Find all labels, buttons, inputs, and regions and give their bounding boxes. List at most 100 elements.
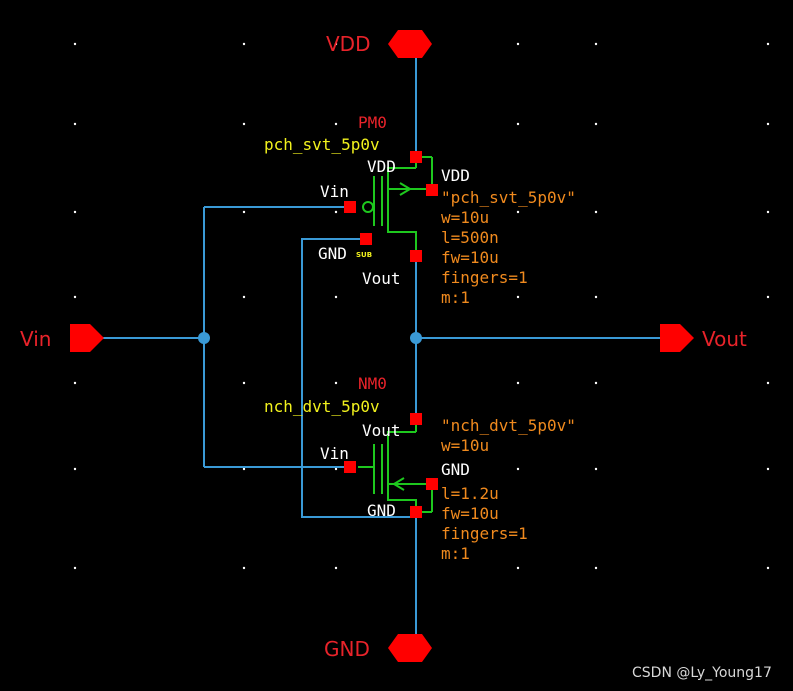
vin-pin-shape[interactable] — [70, 324, 104, 352]
pin-vout[interactable]: Vout — [660, 324, 747, 352]
grid-dot — [73, 122, 77, 126]
grid-dot — [242, 210, 246, 214]
nmos-prop-width: w=10u — [441, 436, 489, 455]
grid-dot — [516, 381, 520, 385]
pmos-bulk-right-terminal[interactable] — [426, 184, 438, 196]
pmos-bulk-label: GND — [318, 244, 347, 263]
grid-dot — [516, 295, 520, 299]
pmos-prop-width: w=10u — [441, 208, 489, 227]
junction-vout — [410, 332, 422, 344]
wire-pmos-bulk-gnd[interactable] — [301, 238, 414, 518]
grid-dot — [766, 381, 770, 385]
grid-dot — [73, 42, 77, 46]
nmos-right-label: GND — [441, 460, 470, 479]
terminal-boxes — [344, 151, 438, 518]
pmos-instance-name[interactable]: PM0 — [358, 113, 387, 132]
nmos-prop-fw: fw=10u — [441, 504, 499, 523]
pmos-source-terminal[interactable] — [410, 151, 422, 163]
vout-pin-shape[interactable] — [660, 324, 694, 352]
grid-dot — [766, 210, 770, 214]
pmos-prop-model: "pch_svt_5p0v" — [441, 188, 576, 207]
grid-dot — [766, 122, 770, 126]
grid-dot — [73, 210, 77, 214]
grid-dot — [594, 467, 598, 471]
grid-dot — [242, 295, 246, 299]
grid-dot — [242, 122, 246, 126]
vdd-pin-label: VDD — [326, 32, 370, 56]
pmos-cell-name: pch_svt_5p0v — [264, 135, 380, 154]
grid-dot — [516, 566, 520, 570]
nmos-bulk-right-terminal[interactable] — [426, 478, 438, 490]
pin-vin[interactable]: Vin — [20, 324, 104, 352]
nmos-drain-label: Vout — [362, 421, 401, 440]
gnd-pin-shape[interactable] — [388, 634, 432, 662]
pmos-drain-label: Vout — [362, 269, 401, 288]
grid-dot — [766, 295, 770, 299]
pmos-gate-bubble — [362, 201, 374, 213]
grid-dot — [766, 467, 770, 471]
grid-dot — [594, 566, 598, 570]
grid-dot — [594, 122, 598, 126]
grid-dot — [516, 210, 520, 214]
nmos-cell-name: nch_dvt_5p0v — [264, 397, 380, 416]
nmos-prop-model: "nch_dvt_5p0v" — [441, 416, 576, 435]
grid-dot — [334, 467, 338, 471]
grid-dot — [594, 210, 598, 214]
grid-dot — [242, 381, 246, 385]
grid-dot — [334, 566, 338, 570]
grid-dot — [242, 42, 246, 46]
grid-dot — [242, 467, 246, 471]
vin-pin-label: Vin — [20, 327, 51, 351]
grid-dot — [516, 122, 520, 126]
nmos-source-label: GND — [367, 501, 396, 520]
pmos-sub-tag: SUB — [356, 251, 372, 259]
nmos-drain-terminal[interactable] — [410, 413, 422, 425]
pmos-source-label: VDD — [367, 157, 396, 176]
pmos-prop-fingers: fingers=1 — [441, 268, 528, 287]
grid-dot — [334, 210, 338, 214]
nmos-source-terminal[interactable] — [410, 506, 422, 518]
nmos-prop-fingers: fingers=1 — [441, 524, 528, 543]
grid-dot — [334, 381, 338, 385]
grid-dot — [594, 295, 598, 299]
pmos-gate-label: Vin — [320, 182, 349, 201]
grid-dot — [766, 566, 770, 570]
pmos-prop-fw: fw=10u — [441, 248, 499, 267]
grid-dot — [516, 42, 520, 46]
pin-gnd[interactable]: GND — [324, 634, 432, 662]
grid-dot — [73, 295, 77, 299]
nmos-gate-terminal[interactable] — [344, 461, 356, 473]
pmos-right-label: VDD — [441, 166, 470, 185]
grid-dot — [73, 566, 77, 570]
nmos-prop-length: l=1.2u — [441, 484, 499, 503]
grid-dot — [73, 381, 77, 385]
pmos-drain-terminal[interactable] — [410, 250, 422, 262]
grid-dot — [516, 467, 520, 471]
gnd-pin-label: GND — [324, 637, 370, 661]
pmos-properties: "pch_svt_5p0v" w=10u l=500n fw=10u finge… — [441, 188, 576, 307]
grid-dots — [73, 42, 770, 570]
grid-dot — [334, 42, 338, 46]
vdd-pin-shape[interactable] — [388, 30, 432, 58]
pin-vdd[interactable]: VDD — [326, 30, 432, 58]
watermark: CSDN @Ly_Young17 — [632, 665, 772, 681]
nmos-prop-m: m:1 — [441, 544, 470, 563]
pmos-gate-terminal[interactable] — [344, 201, 356, 213]
grid-dot — [73, 467, 77, 471]
grid-dot — [594, 381, 598, 385]
grid-dot — [334, 122, 338, 126]
nmos-instance-name[interactable]: NM0 — [358, 374, 387, 393]
nmos-properties: "nch_dvt_5p0v" w=10u l=1.2u fw=10u finge… — [441, 416, 576, 563]
nmos-device[interactable] — [358, 419, 433, 513]
pmos-prop-length: l=500n — [441, 228, 499, 247]
grid-dot — [594, 42, 598, 46]
pmos-bulk-terminal[interactable] — [360, 233, 372, 245]
wires — [100, 58, 664, 634]
grid-dot — [334, 295, 338, 299]
nmos-gate-label: Vin — [320, 444, 349, 463]
grid-dot — [766, 42, 770, 46]
pmos-prop-m: m:1 — [441, 288, 470, 307]
vout-pin-label: Vout — [702, 327, 747, 351]
junction-vin — [198, 332, 210, 344]
